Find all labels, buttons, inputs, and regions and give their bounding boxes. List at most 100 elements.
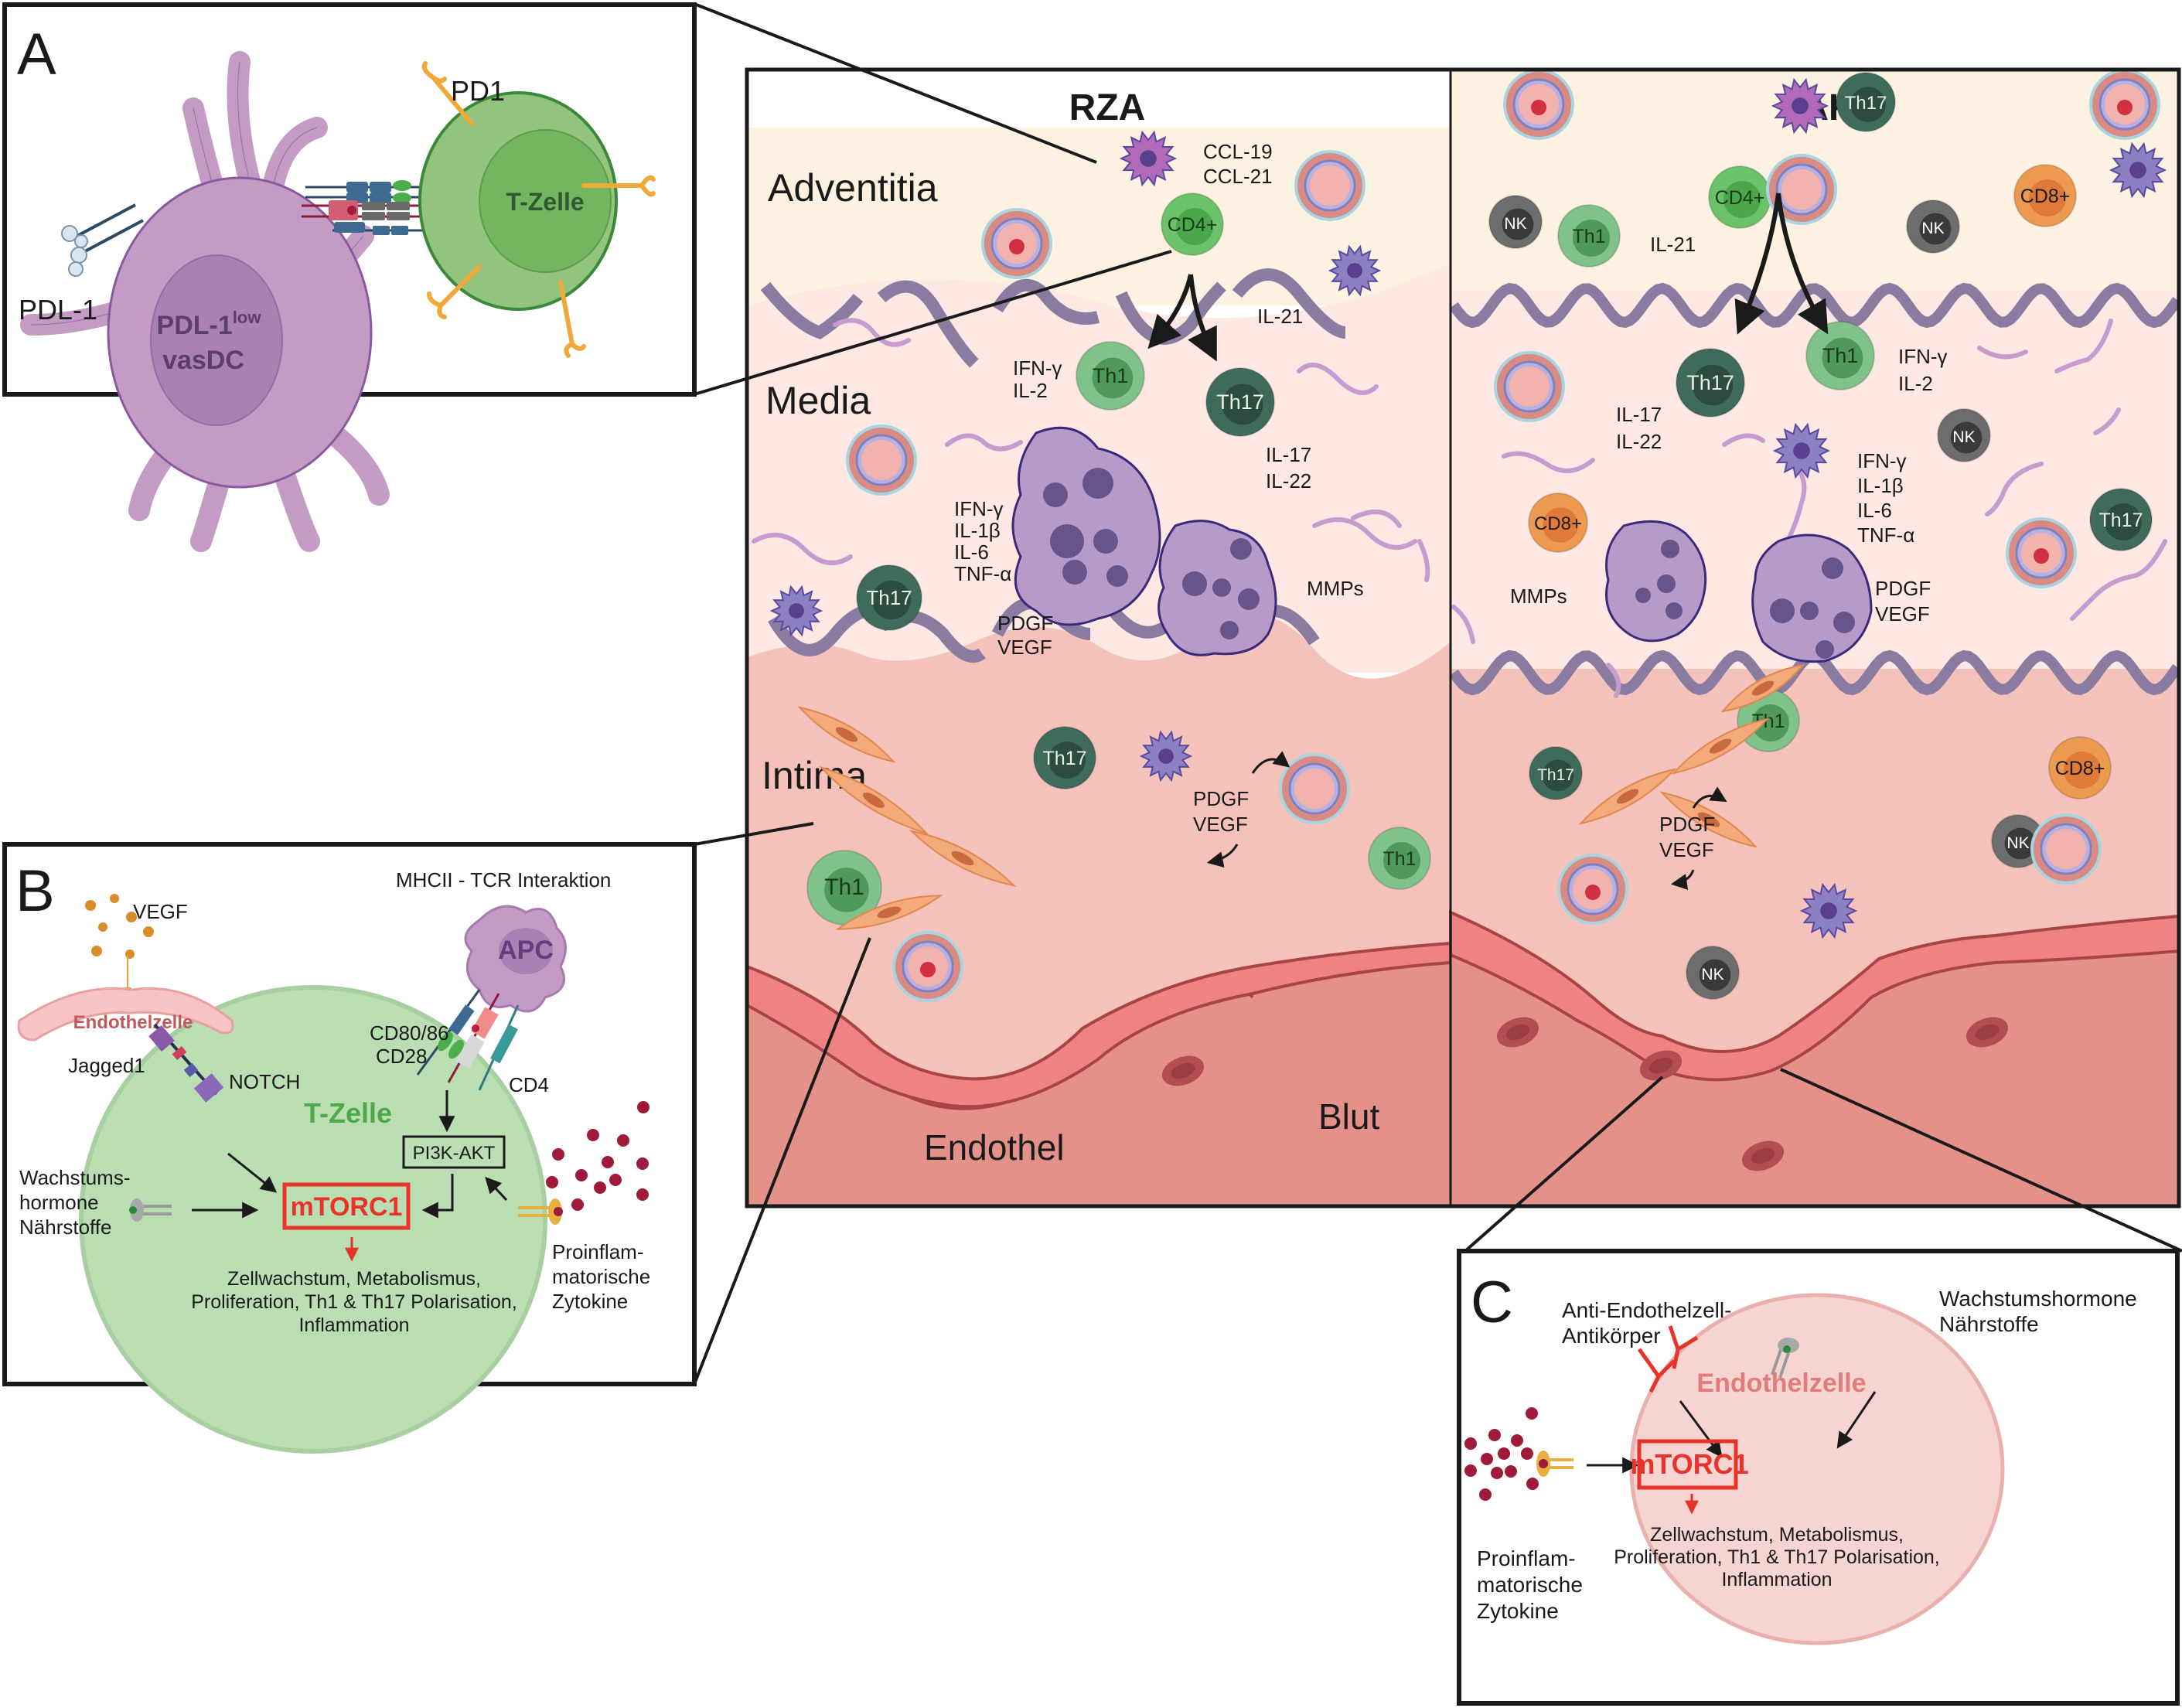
tak-cytokine-labels: IL-21 IFN-γ IL-2 IL-17 IL-22 IFN-γ IL-1β… [1510,233,1948,861]
rza-macrophage-cytokine-2: IL-1β [954,519,1001,542]
red-blood-cell [1639,1050,1683,1081]
tak-nk-cell: NK [1686,946,1740,1000]
endothelial-cell-shape [17,987,234,1042]
tak-growth-media-2: VEGF [1875,602,1930,626]
tak-nk-cell: NK [1488,195,1543,249]
rza-mmps: MMPs [1307,577,1364,600]
vasa-vasorum-vessel [2030,813,2102,885]
panel-c-signal-arrows [1587,1391,1877,1474]
tak-cd8-cell-label: CD8+ [2020,186,2071,207]
vasa-vasorum-vessel [2006,517,2077,588]
rza-macrophage-cytokine-1: IFN-γ [954,497,1004,520]
panel-b-mtorc1-label: mTORC1 [291,1192,403,1222]
notch-label: NOTCH [229,1070,300,1093]
tak-macrophage-cytokine-3: IL-6 [1857,499,1892,522]
rza-th17-cell-label: Th17 [1216,390,1264,414]
tak-nk-cell-label: NK [1701,966,1723,984]
tak-dendritic-cell [1799,882,1858,939]
rza-th1-cell: Th1 [1076,341,1145,411]
rza-macrophage-cytokine-3: IL-6 [954,540,989,564]
cd4-label: CD4 [509,1073,549,1096]
costimulatory-molecules [416,989,520,1091]
tak-th17-cytokine-2: IL-22 [1616,430,1662,453]
main-panel-border [745,67,2181,1209]
panel-b-cytokines-2: matorische [552,1265,650,1288]
tak-th17-cell: Th17 [1676,348,1745,418]
pdl1-molecules [61,203,144,277]
t-cell: T-Zelle [418,91,618,311]
tak-th1-cell-label: Th1 [1572,226,1605,247]
panel-c-antibodies-1: Anti-Endothelzell- [1562,1298,1731,1322]
pdl1-label: PDL-1 [19,294,97,326]
rza-dendritic-cell [769,585,823,637]
zoom-connectors [693,2,2182,1385]
panel-c-antibodies-2: Antikörper [1562,1324,1661,1348]
rza-growth-media-2: VEGF [997,636,1052,659]
panel-b-growth-3: Nährstoffe [19,1215,111,1239]
tak-nk-cell: NK [1937,408,1991,462]
macrophage-cells [1011,426,1873,663]
panel-a-letter: A [17,22,56,87]
tak-nk-cell-label: NK [2006,834,2029,852]
tak-vasdc-cell [1771,77,1829,135]
tak-th17-cell: Th17 [1529,746,1583,800]
rza-blood-layer [747,943,1451,1206]
panel-b-outcome-3: Inflammation [298,1314,409,1336]
rza-chemokine-1: CCL-19 [1203,140,1273,163]
panel-b-t-cell-label: T-Zelle [304,1097,392,1129]
tak-dendritic-cell [1772,422,1831,479]
red-blood-cell [1161,1055,1205,1086]
tak-myofibroblast [1578,768,1677,825]
tak-cd4-cell-label: CD4+ [1715,187,1765,209]
tak-blood-layer [1451,924,2179,1206]
tak-growth-intima-1: PDGF [1659,813,1715,836]
panel-b-t-cell [79,985,547,1454]
panel-b-mtorc1-box [282,1182,411,1230]
red-blood-cell [1741,1140,1785,1171]
rza-chemokine-2: CCL-21 [1203,165,1273,188]
panel-b-growth-1: Wachstums- [19,1166,131,1189]
jagged1-label: Jagged1 [68,1054,145,1077]
vasa-vasorum-vessel [1279,753,1350,824]
rza-growth-intima-2: VEGF [1193,813,1248,836]
tak-myofibroblast [1671,718,1770,775]
main-panel: RZA TAK Adventitia Media Intima Endothel… [747,70,2179,1206]
rza-th1-cell-label: Th1 [1093,364,1129,387]
panel-c-letter: C [1471,1270,1513,1335]
jagged-notch-complex [148,1023,224,1103]
panel-c-growth-2: Nährstoffe [1939,1312,2039,1336]
tak-myofibroblast [1659,791,1758,848]
rza-dendritic-cell [1328,244,1382,297]
rza-th17-cytokine-1: IL-17 [1266,443,1311,466]
rza-th17-cytokine-2: IL-22 [1266,469,1311,493]
apc-label: APC [498,936,554,965]
tak-growth-intima-2: VEGF [1659,838,1714,861]
tak-cd8-cell-label: CD8+ [2055,758,2105,779]
rza-th17-cell-label: Th17 [866,586,912,609]
tak-th1-cell: Th1 [1805,321,1875,390]
layer-label-endothel: Endothel [924,1127,1065,1168]
rza-th1-cell-label: Th1 [1383,848,1416,870]
tak-myofibroblast [1720,663,1805,713]
tak-cd8-cell: CD8+ [2013,164,2077,227]
apc-cell: APC [464,905,567,1013]
tak-growth-media-1: PDGF [1875,577,1931,600]
tak-th17-cell: Th17 [1836,72,1896,132]
tak-th1-cell: Th1 [1557,204,1621,268]
rza-th1-cell: Th1 [806,850,882,926]
vegf-particles [85,894,154,959]
layer-label-media: Media [765,379,871,422]
red-blood-cell [1966,1017,2009,1048]
tak-external-elastic-lamina [1449,282,2179,329]
panel-c-outcome-1: Zellwachstum, Metabolismus, [1650,1524,1904,1546]
vasa-vasorum-vessel [2089,70,2160,140]
panel-c-growth-1: Wachstumshormone [1939,1287,2137,1311]
rza-growth-media-1: PDGF [997,612,1053,635]
panel-b-outcome-1: Zellwachstum, Metabolismus, [227,1268,481,1290]
tak-cd8-cell-label: CD8+ [1534,513,1582,534]
cytokine-receptor [518,1198,563,1225]
panel-c-endothelial-label: Endothelzelle [1696,1369,1866,1398]
panel-a: A PDL-1low vasDC PDL-1 [2,2,697,552]
cd80-86-label: CD80/86 [370,1021,449,1045]
